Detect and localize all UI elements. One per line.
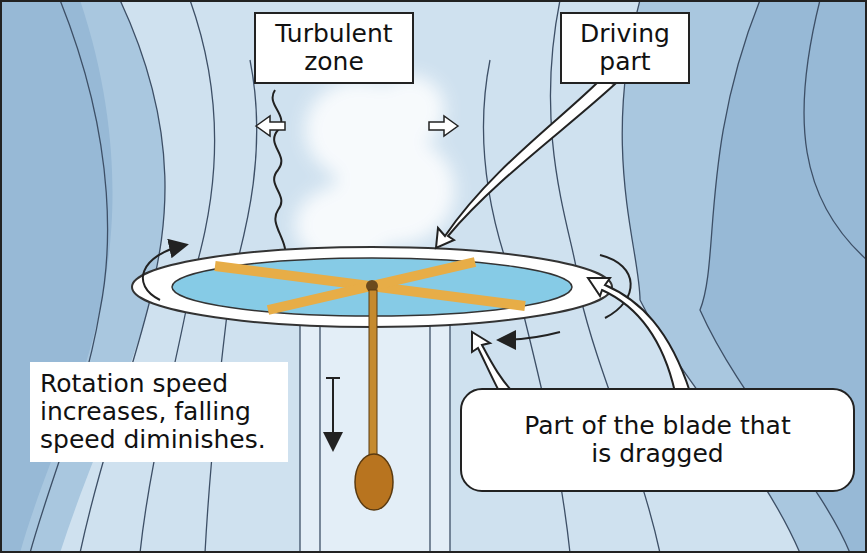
callout-text: Part of the blade that is dragged bbox=[513, 412, 803, 468]
callout-text: Rotation speed increases, falling speed … bbox=[40, 370, 278, 454]
callout-box: Driving part bbox=[560, 12, 690, 84]
callout-box: Part of the blade that is dragged bbox=[460, 388, 855, 492]
callout-text: Driving part bbox=[570, 20, 680, 76]
callout-box: Turbulent zone bbox=[254, 12, 414, 84]
caption-box: Rotation speed increases, falling speed … bbox=[30, 362, 288, 462]
callout-text: Turbulent zone bbox=[264, 20, 404, 76]
